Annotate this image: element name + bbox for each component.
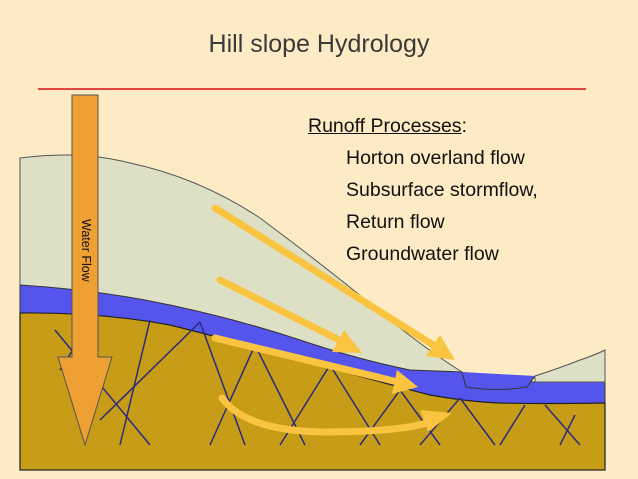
process-item-groundwater: Groundwater flow [346, 243, 499, 265]
bedrock-fractures [54, 314, 581, 446]
process-items: Horton overland flow Subsurface stormflo… [308, 142, 538, 270]
runoff-processes-heading: Runoff Processes [308, 115, 462, 137]
slide-title: Hill slope Hydrology [208, 30, 430, 58]
stream-channel [461, 371, 536, 390]
water-flow-arrow [57, 94, 113, 447]
process-item-subsurface: Subsurface stormflow, [346, 179, 538, 201]
runoff-arrows [211, 204, 455, 436]
title-divider [38, 88, 586, 90]
process-item-return: Return flow [346, 211, 445, 233]
process-item-horton: Horton overland flow [346, 147, 525, 169]
water-flow-label: Water Flow [79, 218, 93, 282]
runoff-processes-list: Runoff Processes: Horton overland flow S… [308, 110, 538, 270]
heading-colon: : [461, 115, 467, 137]
right-bank [534, 349, 606, 383]
runoff-processes-heading-row: Runoff Processes: [308, 110, 538, 142]
